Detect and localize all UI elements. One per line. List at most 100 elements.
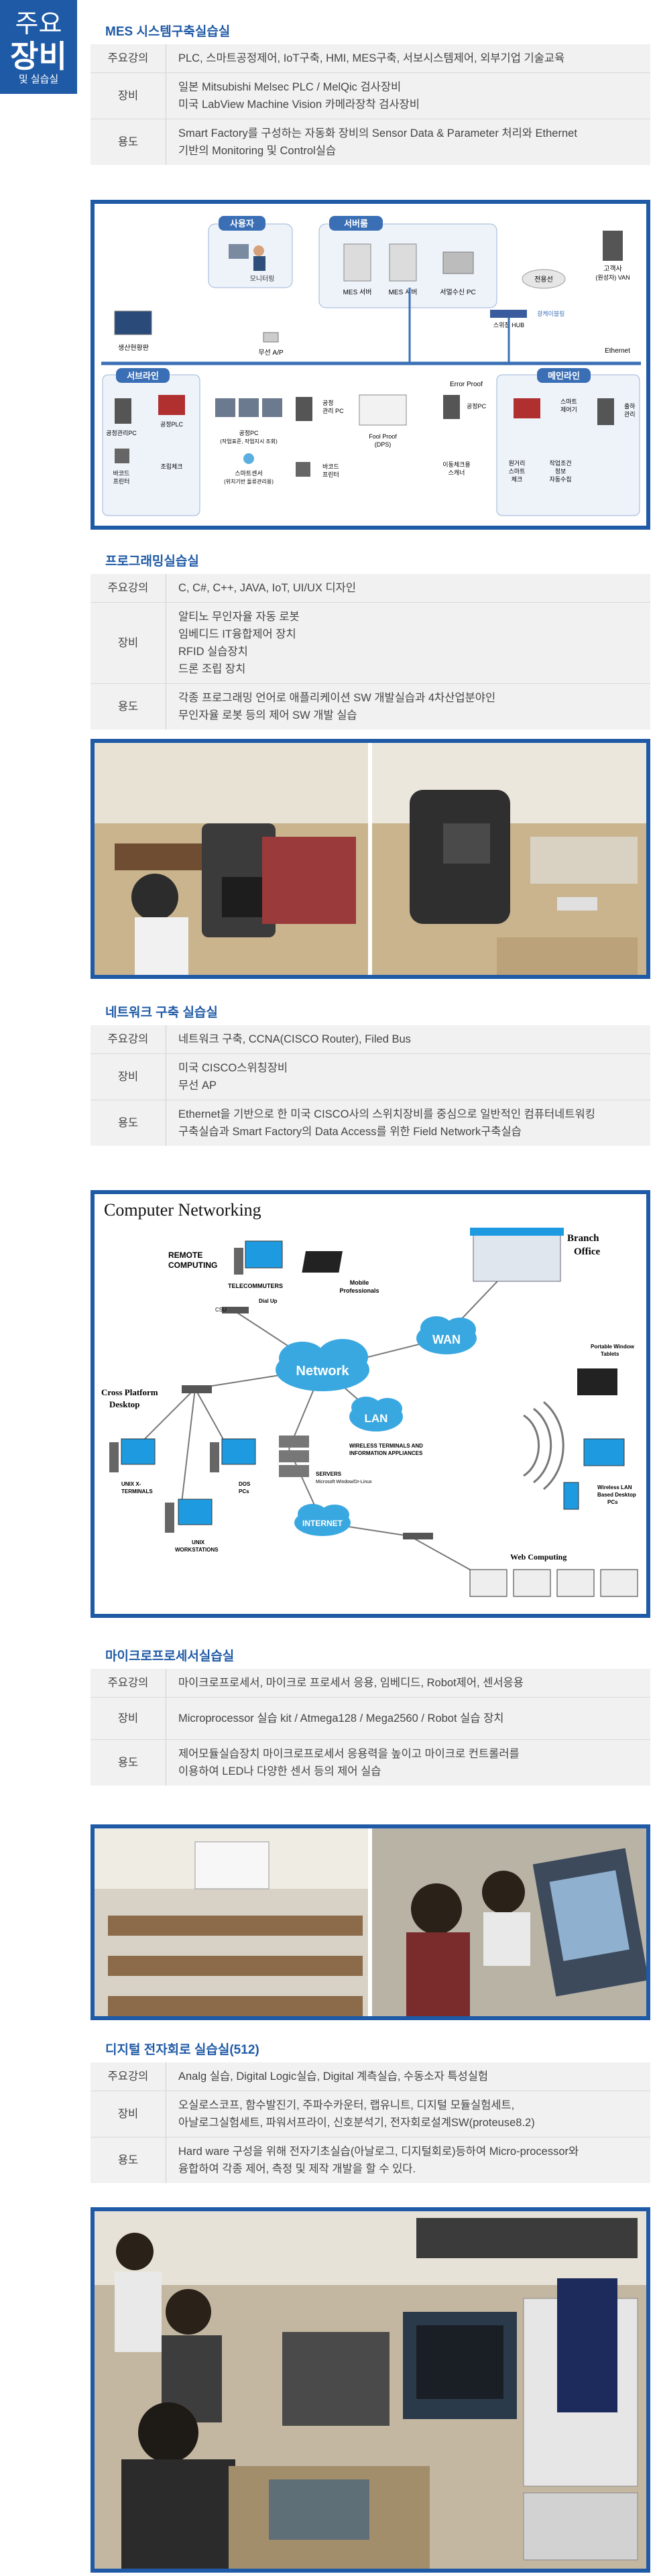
- mes-server-label: MES 서버: [343, 288, 372, 296]
- row-label: 장비: [91, 1697, 166, 1740]
- row-value: 오실로스코프, 함수발진기, 주파수카운터, 랩유니트, 디지털 모듈실험세트,…: [166, 2091, 650, 2138]
- shipping-sub-label: 관리: [624, 411, 636, 418]
- unix-ws-sub-label: WORKSTATIONS: [175, 1547, 219, 1553]
- wifi-icon: [523, 1401, 564, 1490]
- wan-label: WAN: [432, 1333, 461, 1346]
- digital-lab-photo: [91, 2207, 650, 2573]
- group-mainline-label: 메인라인: [548, 371, 580, 381]
- unix-ws-label: UNIX: [192, 1539, 205, 1545]
- value-line: 기반의 Monitoring 및 Control실습: [178, 145, 337, 157]
- servers-label: SERVERS: [316, 1471, 342, 1477]
- row-value: 네트워크 구축, CCNA(CISCO Router), Filed Bus: [166, 1025, 650, 1054]
- row-label: 용도: [91, 1739, 166, 1785]
- photo-illustration: [95, 2211, 646, 2569]
- value-line: Analg 실습, Digital Logic실습, Digital 계측실습,…: [178, 2070, 489, 2083]
- info-row: 장비 알티노 무인자율 자동 로봇 임베디드 IT융합제어 장치 RFID 실습…: [91, 602, 650, 684]
- value-line: C, C#, C++, JAVA, IoT, UI/UX 디자인: [178, 582, 356, 594]
- checker-sub2-label: 체크: [512, 476, 523, 483]
- row-label: 주요강의: [91, 2062, 166, 2091]
- wireless-lan-sub-label: Based Desktop: [597, 1492, 636, 1498]
- lan-cloud-icon: [349, 1397, 403, 1431]
- monitoring-label: 모니터링: [250, 275, 275, 283]
- value-line: Ethernet을 기반으로 한 미국 CISCO사의 스위치장비를 중심으로 …: [178, 1108, 595, 1120]
- web-label: Web Computing: [510, 1552, 566, 1562]
- value-line: 아날로그실험세트, 파워서프라이, 신호분석기, 전자회로설계SW(proteu…: [178, 2117, 535, 2129]
- info-row: 장비 일본 Mitsubishi Melsec PLC / MelQic 검사장…: [91, 72, 650, 119]
- dialup-label: Dial Up: [259, 1298, 278, 1304]
- error-proof-label: Error Proof: [450, 381, 483, 388]
- smart-sensor-sub-label: (위치기반 돌류관리용): [224, 478, 274, 485]
- smart-plc-label: 스마트: [560, 398, 577, 405]
- plc2-sub-label: (작업표준, 작업지시 조회): [220, 438, 278, 445]
- value-line: 마이크로프로세서, 마이크로 프로세서 응용, 임베디드, Robot제어, 센…: [178, 1677, 524, 1689]
- info-table: 주요강의 네트워크 구축, CCNA(CISCO Router), Filed …: [91, 1025, 650, 1146]
- section-digital: 디지털 전자회로 실습실(512) 주요강의 Analg 실습, Digital…: [91, 2038, 650, 2573]
- network-diagram-svg: Computer Networking REMOTE COMPUTING: [101, 1200, 638, 1597]
- row-value: Smart Factory를 구성하는 자동화 장비의 Sensor Data …: [166, 119, 651, 166]
- row-value: Analg 실습, Digital Logic실습, Digital 계측실습,…: [166, 2062, 650, 2091]
- barcode2-sub-label: 프린터: [322, 471, 339, 478]
- value-line: Microprocessor 실습 kit / Atmega128 / Mega…: [178, 1712, 504, 1724]
- value-line: 제어모듈실습장치 마이크로프로세서 응용력을 높이고 마이크로 컨트롤러를: [178, 1748, 520, 1760]
- dos-label: DOS: [239, 1481, 251, 1487]
- row-value: 미국 CISCO스위칭장비 무선 AP: [166, 1053, 650, 1100]
- row-value: 일본 Mitsubishi Melsec PLC / MelQic 검사장비 미…: [166, 72, 650, 119]
- row-label: 용도: [91, 2137, 166, 2183]
- cross-label: Cross Platform: [101, 1387, 158, 1397]
- remote-sub-label: COMPUTING: [168, 1261, 217, 1270]
- value-line: Hard ware 구성을 위해 전자기초실습(아날로그, 디지털회로)등하여 …: [178, 2146, 579, 2158]
- wireless-ap-label: 무선 A/P: [258, 349, 284, 357]
- barcode2-label: 바코드: [322, 463, 339, 470]
- photo-illustration: [95, 1828, 646, 2016]
- info-row: 용도 각종 프로그래밍 언어로 애플리케이션 SW 개발실습과 4차산업분야인 …: [91, 683, 650, 729]
- value-line: RFID 실습장치: [178, 646, 248, 658]
- unix-x-sub-label: TERMINALS: [121, 1488, 153, 1495]
- value-line: 융합하여 각종 제어, 측정 및 제작 개발을 할 수 있다.: [178, 2163, 416, 2175]
- group-user-label: 사용자: [230, 219, 254, 229]
- internet-cloud-icon: [294, 1504, 351, 1536]
- mobile-label: Mobile: [350, 1279, 369, 1286]
- wireless-term-sub-label: INFORMATION APPLIANCES: [349, 1450, 423, 1456]
- row-label: 장비: [91, 2091, 166, 2138]
- value-line: 무인자율 로봇 등의 제어 SW 개발 실습: [178, 709, 357, 721]
- portable-label: Portable Window: [591, 1344, 635, 1350]
- plc-label: 공정PLC: [160, 421, 184, 428]
- touch-label: 조립체크: [160, 463, 182, 470]
- lan-label: LAN: [365, 1412, 388, 1425]
- work-info-sub-label: 정보: [555, 468, 566, 475]
- cross-sub-label: Desktop: [109, 1399, 140, 1409]
- foolproof-label: Fool Proof: [369, 433, 397, 440]
- value-line: 알티노 무인자율 자동 로봇: [178, 611, 300, 623]
- foolproof-sub-label: (DPS): [375, 441, 392, 448]
- mes-server-label: MES 서버: [389, 288, 418, 296]
- value-line: 이용하여 LED나 다양한 센서 등의 제어 실습: [178, 1765, 381, 1777]
- info-row: 장비 미국 CISCO스위칭장비 무선 AP: [91, 1053, 650, 1100]
- info-row: 용도 Ethernet을 기반으로 한 미국 CISCO사의 스위치장비를 중심…: [91, 1100, 650, 1146]
- section-title: 디지털 전자회로 실습실(512): [105, 2043, 259, 2057]
- photo-illustration: [95, 743, 646, 975]
- section-network: 네트워크 구축 실습실 주요강의 네트워크 구축, CCNA(CISCO Rou…: [91, 1001, 650, 1618]
- production-label: 생산현황판: [118, 344, 149, 352]
- proc-pc-label: 공정관리PC: [106, 430, 137, 436]
- row-label: 장비: [91, 72, 166, 119]
- scanner-label: 이동체크용: [442, 461, 470, 468]
- csu-label: CSU: [215, 1307, 227, 1313]
- value-line: 드론 조립 장치: [178, 663, 246, 675]
- row-value: 마이크로프로세서, 마이크로 프로세서 응용, 임베디드, Robot제어, 센…: [166, 1669, 650, 1698]
- group-server-label: 서버룸: [344, 219, 368, 229]
- pc3-label: 공정: [322, 400, 334, 406]
- row-label: 용도: [91, 119, 166, 165]
- mobile-sub-label: Professionals: [339, 1287, 379, 1294]
- section-mes: MES 시스템구축실습실 주요강의 PLC, 스마트공정제어, IoT구축, H…: [91, 20, 650, 530]
- value-line: 무선 AP: [178, 1079, 217, 1092]
- info-table: 주요강의 PLC, 스마트공정제어, IoT구축, HMI, MES구축, 서보…: [91, 44, 650, 165]
- row-value: 알티노 무인자율 자동 로봇 임베디드 IT융합제어 장치 RFID 실습장치 …: [166, 602, 650, 684]
- info-row: 장비 Microprocessor 실습 kit / Atmega128 / M…: [91, 1697, 650, 1740]
- scanner-sub-label: 스캐너: [449, 469, 465, 476]
- dos-sub-label: PCs: [239, 1488, 249, 1495]
- telecommuters-label: TELECOMMUTERS: [228, 1283, 283, 1289]
- row-label: 주요강의: [91, 574, 166, 603]
- pc3-sub-label: 관리 PC: [322, 408, 344, 414]
- plc2-label: 공정PC: [239, 430, 259, 436]
- value-line: 각종 프로그래밍 언어로 애플리케이션 SW 개발실습과 4차산업분야인: [178, 692, 496, 704]
